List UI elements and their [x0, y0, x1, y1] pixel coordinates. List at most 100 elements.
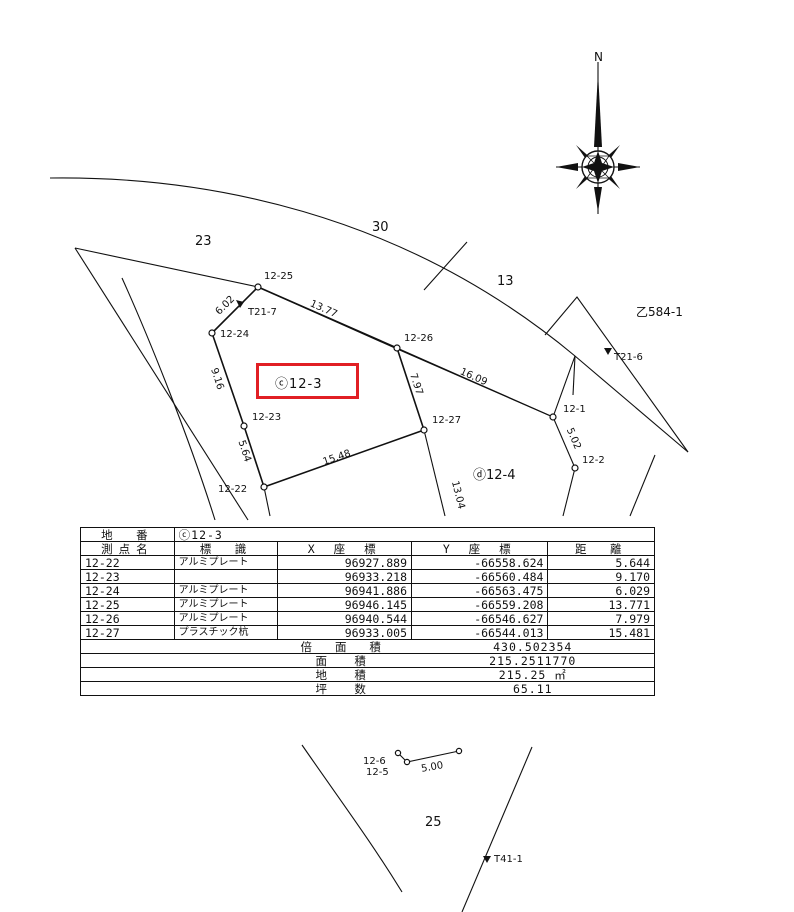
cell-y: -66560.484 [410, 569, 549, 584]
summary-value: 65.11 [411, 681, 655, 696]
distance-13-77: 13.77 [308, 298, 339, 320]
arrow-icon [236, 300, 244, 308]
cell-x: 96940.544 [277, 611, 412, 626]
cell-marker: アルミプレート [173, 611, 279, 626]
parcel-25: 25 [425, 815, 442, 830]
summary-row-area: 面 積 215.2511770 [79, 653, 655, 668]
boundary-12-1-up [572, 355, 576, 396]
point-12-23 [240, 422, 248, 430]
header-x: X 座 標 [277, 541, 412, 556]
cell-y: -66544.013 [410, 625, 549, 640]
header-y: Y 座 標 [410, 541, 549, 556]
cell-y: -66563.475 [410, 583, 549, 598]
label-12-2: 12-2 [582, 455, 605, 466]
parcel-584-1: 乙584-1 [636, 305, 683, 319]
cell-marker: アルミプレート [173, 597, 279, 612]
point-12-24 [208, 329, 216, 337]
cell-distance: 9.170 [547, 569, 655, 584]
distance-9-16: 9.16 [208, 367, 225, 392]
parcel-13: 13 [497, 274, 514, 289]
cell-marker: アルミプレート [173, 555, 279, 570]
point-12-22 [260, 483, 268, 491]
cell-x: 96933.218 [277, 569, 412, 584]
distance-5-00: 5.00 [420, 760, 444, 775]
cell-distance: 6.029 [547, 583, 655, 598]
cell-x: 96933.005 [277, 625, 412, 640]
point-12-27 [420, 426, 428, 434]
cell-x: 96927.889 [277, 555, 412, 570]
label-12-26: 12-26 [404, 333, 433, 344]
point-12-5 [403, 758, 411, 766]
distance-15-48: 15.48 [322, 448, 353, 468]
boundary-12-2-down [562, 467, 576, 517]
point-12-25 [254, 283, 262, 291]
summary-row-tsubo: 坪 数 65.11 [79, 681, 655, 696]
lot-value: ⓒ12-3 [173, 527, 656, 542]
cell-marker: アルミプレート [173, 583, 279, 598]
header-distance: 距 離 [547, 541, 655, 556]
summary-value: 215.2511770 [411, 653, 655, 668]
cell-distance: 15.481 [547, 625, 655, 640]
lot-12-3-label: ⓒ12-3 [275, 377, 323, 392]
parcel-30-13-divider [423, 241, 468, 291]
table-row: 12-23 96933.218 -66560.484 9.170 [80, 569, 655, 584]
label-12-1: 12-1 [563, 404, 586, 415]
cell-marker: プラスチック杭 [173, 625, 279, 640]
distance-16-09: 16.09 [458, 366, 489, 388]
lower-left-road [301, 744, 403, 893]
label-12-6: 12-6 [363, 756, 386, 767]
header-marker: 標 識 [173, 541, 279, 556]
compass-rose-icon [556, 62, 640, 214]
label-12-27: 12-27 [432, 415, 461, 426]
cell-point: 12-23 [80, 569, 175, 584]
lot-header: 地 番 [80, 527, 175, 542]
line-12-1-12-2 [552, 416, 576, 469]
table-row: 12-24 アルミプレート 96941.886 -66563.475 6.029 [80, 583, 655, 598]
survey-table: 地 番 ⓒ12-3 測点名 標 識 X 座 標 Y 座 標 距 離 12-22 … [79, 527, 656, 696]
table-lot-row: 地 番 ⓒ12-3 [80, 527, 656, 542]
line-12-22-down [263, 486, 271, 517]
cell-x: 96941.886 [277, 583, 412, 598]
lower-right-road [461, 746, 533, 912]
cell-distance: 5.644 [547, 555, 655, 570]
triangle-marker-icon [604, 348, 612, 355]
right-edge-line [629, 454, 656, 517]
cell-point: 12-24 [80, 583, 175, 598]
cell-x: 96946.145 [277, 597, 412, 612]
label-12-25: 12-25 [264, 271, 293, 282]
line-12-27-down [423, 429, 446, 517]
compass-north-label: N [594, 50, 603, 64]
label-12-23: 12-23 [252, 412, 281, 423]
label-12-24: 12-24 [220, 329, 249, 340]
road-curve [49, 177, 689, 453]
parcel-30: 30 [372, 220, 389, 235]
header-point-name: 測点名 [80, 541, 175, 556]
cell-y: -66546.627 [410, 611, 549, 626]
point-12-6 [394, 749, 402, 757]
label-12-22: 12-22 [218, 484, 247, 495]
point-12-26 [393, 344, 401, 352]
cell-point: 12-25 [80, 597, 175, 612]
distance-6-02: 6.02 [214, 294, 238, 318]
cell-distance: 13.771 [547, 597, 655, 612]
cell-point: 12-26 [80, 611, 175, 626]
label-t41-1: T41-1 [493, 854, 523, 865]
point-12-2 [571, 464, 579, 472]
summary-label: 地 積 [277, 667, 412, 682]
point-lower-right [455, 747, 463, 755]
parcel-13-boundary [544, 296, 689, 453]
distance-13-04: 13.04 [449, 480, 467, 510]
table-header-row: 測点名 標 識 X 座 標 Y 座 標 距 離 [80, 541, 655, 556]
summary-row-double-area: 倍 面 積 430.502354 [79, 639, 655, 654]
label-t21-7: T21-7 [247, 307, 277, 318]
cell-distance: 7.979 [547, 611, 655, 626]
table-row: 12-22 アルミプレート 96927.889 -66558.624 5.644 [80, 555, 655, 570]
summary-label: 面 積 [277, 653, 412, 668]
table-row: 12-27 プラスチック杭 96933.005 -66544.013 15.48… [80, 625, 655, 640]
summary-value: 430.502354 [411, 639, 655, 654]
table-row: 12-26 アルミプレート 96940.544 -66546.627 7.979 [80, 611, 655, 626]
summary-row-land-area: 地 積 215.25 ㎡ [79, 667, 655, 682]
label-t21-6: T21-6 [613, 352, 643, 363]
point-12-1 [549, 413, 557, 421]
